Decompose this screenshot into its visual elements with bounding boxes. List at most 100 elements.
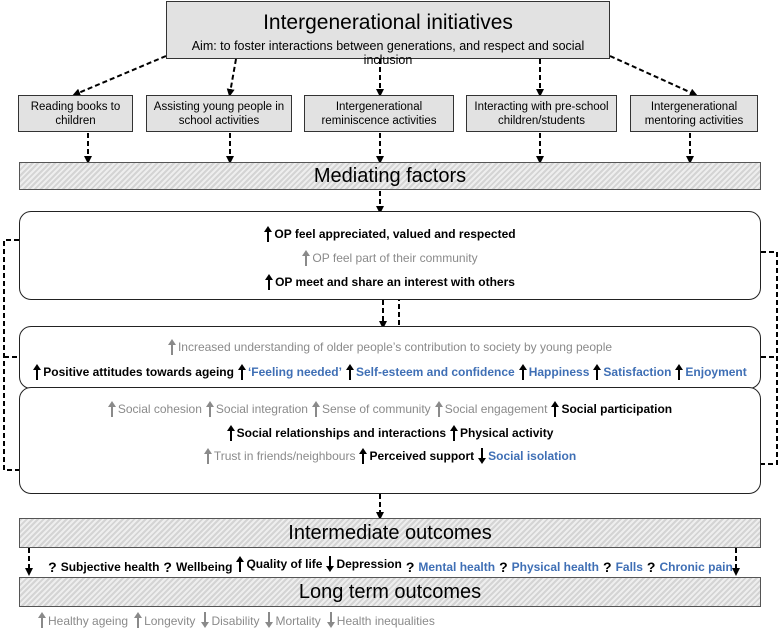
- factor-label: ‘Feeling needed’: [247, 365, 342, 379]
- initiative-label: Interacting with pre-school children/stu…: [474, 100, 609, 127]
- factor-item: OP meet and share an interest with other…: [265, 274, 515, 290]
- arrow-title-to-init-5: [609, 55, 698, 96]
- factor-item: Sense of community: [311, 401, 431, 417]
- factor-item: Mortality: [265, 612, 321, 628]
- arrow-up-icon: [311, 401, 320, 417]
- box1-line-2: OP feel part of their community: [20, 250, 760, 270]
- factor-item: Health inequalities: [326, 612, 435, 628]
- initiative-label: Intergenerational mentoring activities: [644, 100, 744, 127]
- factor-label: Disability: [211, 614, 260, 628]
- arrow-up-icon: [675, 364, 684, 380]
- factor-label: Social cohesion: [117, 402, 202, 416]
- factor-label: Physical health: [511, 560, 599, 574]
- question-mark-icon: ?: [603, 559, 612, 575]
- factor-item: ?Wellbeing: [163, 560, 232, 575]
- arrow-title-to-init-1: [72, 55, 167, 97]
- factor-label: Positive attitudes towards ageing: [43, 365, 234, 379]
- initiative-label: Intergenerational reminiscence activitie…: [321, 100, 437, 127]
- arrow-up-icon: [134, 612, 143, 628]
- initiative-box-3: Intergenerational reminiscence activitie…: [304, 95, 454, 132]
- factor-item: Depression: [326, 556, 402, 572]
- factor-label: Quality of life: [246, 557, 323, 571]
- arrow-up-icon: [264, 226, 273, 242]
- factor-item: ?Subjective health: [48, 560, 159, 575]
- arrow-up-icon: [302, 250, 311, 266]
- diagram-title: Intergenerational initiatives: [263, 11, 513, 34]
- factor-item: ?Physical health: [499, 560, 599, 575]
- factor-item: Social integration: [205, 401, 308, 417]
- question-mark-icon: ?: [499, 559, 508, 575]
- factor-item: OP feel appreciated, valued and respecte…: [264, 226, 516, 242]
- factor-item: ?Mental health: [406, 560, 495, 575]
- factor-item: Disability: [201, 612, 259, 628]
- arrow-up-icon: [167, 339, 176, 355]
- factor-item: Social participation: [551, 401, 672, 417]
- arrow-up-icon: [33, 364, 42, 380]
- question-mark-icon: ?: [646, 559, 656, 575]
- factor-item: Social cohesion: [107, 401, 202, 417]
- arrow-down-icon: [201, 612, 210, 628]
- factor-label: Satisfaction: [603, 365, 672, 379]
- initiative-box-4: Interacting with pre-school children/stu…: [466, 95, 617, 132]
- factor-label: Sense of community: [321, 402, 431, 416]
- long-term-outcomes-band: Long term outcomes: [19, 577, 761, 607]
- arrow-up-icon: [359, 448, 368, 464]
- factor-label: OP feel appreciated, valued and respecte…: [274, 227, 516, 241]
- box3-line-2: Social relationships and interactions Phy…: [20, 425, 760, 445]
- arrow-up-icon: [205, 401, 214, 417]
- factor-label: Enjoyment: [685, 365, 747, 379]
- arrow-up-icon: [236, 556, 245, 572]
- factor-item: Happiness: [518, 364, 590, 380]
- arrow-up-icon: [107, 401, 116, 417]
- factor-item: Social relationships and interactions: [226, 425, 446, 441]
- factor-item: Satisfaction: [593, 364, 671, 380]
- right-feedback-bracket: [761, 251, 778, 465]
- arrow-down-icon: [265, 612, 274, 628]
- question-mark-icon: ?: [163, 559, 172, 575]
- initiative-label: Reading books to children: [30, 100, 121, 127]
- arrow-up-icon: [203, 448, 212, 464]
- factor-label: Happiness: [528, 365, 590, 379]
- factor-label: Physical activity: [460, 426, 554, 440]
- initiatives-title-box: Intergenerational initiatives Aim: to fo…: [166, 1, 610, 67]
- arrow-up-icon: [38, 612, 46, 628]
- factor-label: Subjective health: [60, 560, 160, 574]
- left-feedback-bracket: [3, 239, 19, 471]
- factor-label: Social relationships and interactions: [236, 426, 446, 440]
- factor-label: Mortality: [275, 614, 321, 628]
- factor-label: Falls: [615, 560, 643, 574]
- initiative-box-5: Intergenerational mentoring activities: [630, 95, 758, 132]
- intermediate-outcomes-band: Intermediate outcomes: [19, 518, 761, 548]
- arrow-down-icon: [326, 556, 335, 572]
- factor-label: Mental health: [418, 560, 496, 574]
- factor-item: Positive attitudes towards ageing: [33, 364, 234, 380]
- arrow-up-icon: [551, 401, 560, 417]
- factor-item: Longevity: [134, 612, 195, 628]
- factor-item: ?Falls: [603, 560, 643, 575]
- factor-item: ‘Feeling needed’: [237, 364, 342, 380]
- arrow-up-icon: [265, 274, 274, 290]
- factor-item: Self-esteem and confidence: [345, 364, 515, 380]
- factor-label: Chronic pain: [659, 560, 733, 574]
- mediating-box-2: Increased understanding of older people’…: [19, 326, 761, 389]
- mediating-box-1: OP feel appreciated, valued and respecte…: [19, 211, 761, 300]
- factor-label: OP meet and share an interest with other…: [275, 275, 515, 289]
- box1-line-3: OP meet and share an interest with other…: [20, 274, 760, 294]
- arrow-down-icon: [326, 612, 335, 628]
- factor-item: OP feel part of their community: [302, 250, 478, 266]
- question-mark-icon: ?: [48, 559, 57, 575]
- factor-item: Increased understanding of older people’…: [167, 339, 612, 355]
- long-term-outcomes-label: Long term outcomes: [298, 581, 482, 603]
- factor-item: Physical activity: [450, 425, 553, 441]
- box2-line-2: Positive attitudes towards ageing ‘Feelin…: [20, 364, 760, 384]
- factor-label: Social isolation: [488, 449, 577, 463]
- factor-label: Depression: [336, 557, 402, 571]
- factor-label: Trust in friends/neighbours: [213, 449, 356, 463]
- arrow-up-icon: [237, 364, 246, 380]
- arrow-up-icon: [345, 364, 354, 380]
- box2-line-1: Increased understanding of older people’…: [20, 339, 760, 359]
- initiative-label: Assisting young people in school activit…: [153, 100, 285, 127]
